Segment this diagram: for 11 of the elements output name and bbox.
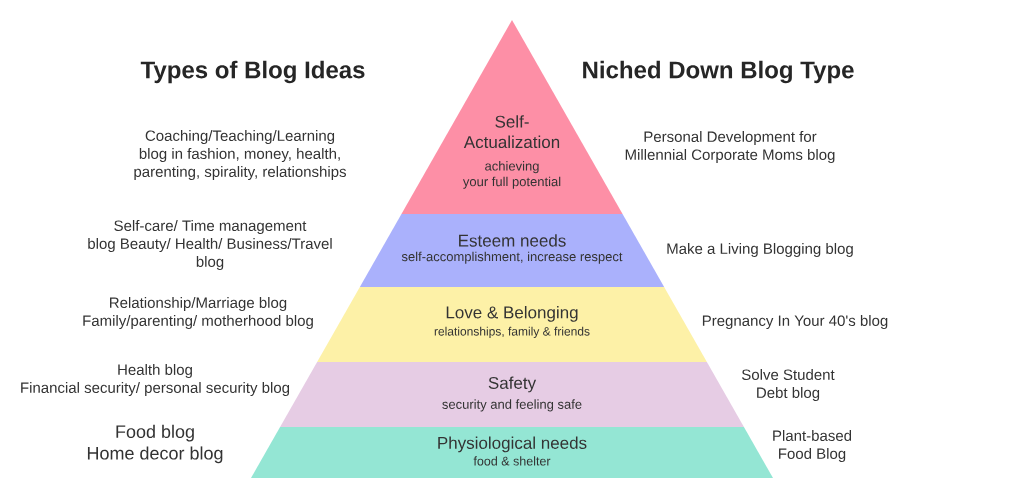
column-heading: Types of Blog Ideas — [140, 60, 365, 84]
blog-idea-text: Coaching/Teaching/Learning blog in fashion, money, health, parenting, spirality, relationships — [134, 130, 346, 180]
pyramid-level: Esteem needs self-accomplishment, increase respect — [359, 214, 665, 287]
blog-idea-text: Self-care/ Time management blog Beauty/ Health/ Business/Travel blog — [88, 220, 332, 270]
blog-idea-text: Make a Living Blogging blog — [667, 243, 853, 257]
blog-idea-text: Solve Student Debt blog — [742, 369, 835, 401]
blog-idea-text: Food blog Home decor blog — [87, 424, 223, 464]
blog-idea-text: Personal Development for Millennial Corporate Moms blog — [625, 131, 835, 163]
blog-idea-text: Relationship/Marriage blog Family/parenting/ motherhood blog — [83, 297, 313, 329]
blog-idea-text: Plant-based Food Blog — [773, 430, 852, 462]
pyramid-level: Physiological needs food & shelter — [251, 427, 773, 478]
